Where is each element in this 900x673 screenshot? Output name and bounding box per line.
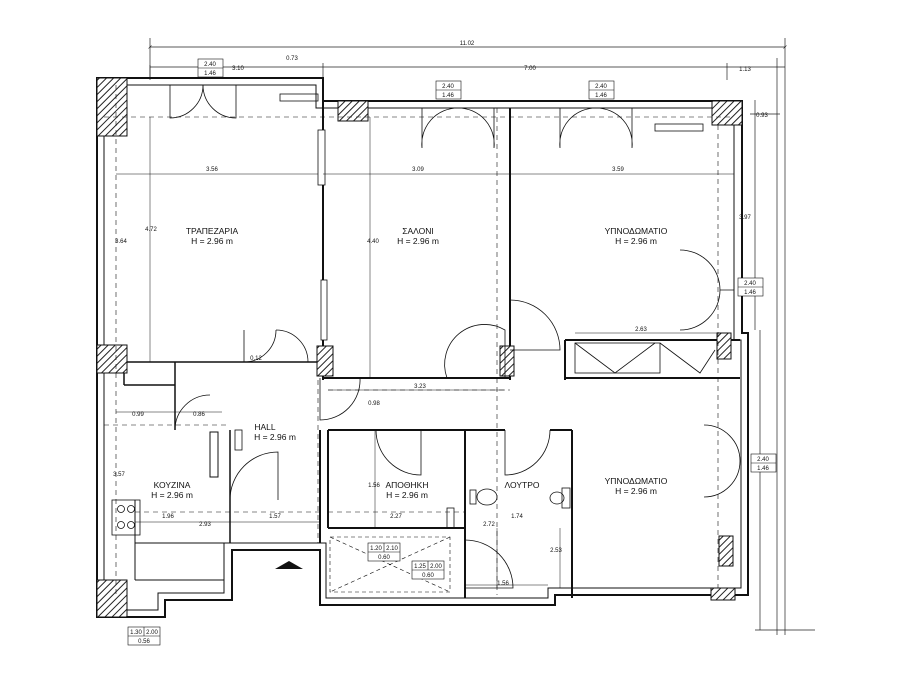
dim-wall-stub: 0.12: [250, 356, 262, 362]
dim-top-right: 1.13: [739, 67, 751, 73]
room-height-bedroom-2: H = 2.96 m: [615, 486, 657, 496]
opening-1-mid: 2.10: [386, 546, 398, 552]
dim-bath-width: 1.74: [511, 514, 523, 520]
shaft-box: [329, 536, 451, 593]
dim-storage-width: 2.27: [390, 514, 402, 520]
room-height-hall: H = 2.96 m: [254, 432, 296, 442]
closet: [574, 342, 716, 374]
doors: [169, 84, 741, 589]
window-3-top: 2.40: [595, 84, 607, 90]
room-height-bedroom-1: H = 2.96 m: [615, 236, 657, 246]
window-labels: 2.40 1.46 2.40 1.46 2.40 1.46 2.40 1.46 …: [130, 62, 769, 645]
window-1-top: 2.40: [204, 62, 216, 68]
interior-dimensions: [116, 117, 734, 588]
dim-living-height: 4.40: [367, 239, 379, 245]
dim-storage-height: 1.56: [368, 483, 380, 489]
dim-right-offset: 0.93: [756, 113, 768, 119]
radiators: [234, 93, 704, 529]
room-label-hall: HALL: [254, 422, 276, 432]
window-6-bottom: 0.56: [138, 639, 150, 645]
room-label-bedroom-1: ΥΠΝΟΔΩΜΑΤΙΟ: [605, 226, 668, 236]
dim-dining-height-a: 4.72: [145, 227, 157, 233]
dim-kitchen-a: 0.99: [132, 412, 144, 418]
room-label-bath: ΛΟΥΤΡΟ: [505, 480, 540, 490]
dim-bath-bottom: 1.56: [497, 581, 509, 587]
room-label-storage: ΑΠΟΘΗΚΗ: [386, 480, 429, 490]
opening-1-bottom: 0.60: [378, 555, 390, 561]
entrance-arrow: [275, 561, 303, 569]
room-height-living: H = 2.96 m: [397, 236, 439, 246]
dim-closet-width: 2.63: [635, 327, 647, 333]
dim-bedroom-width: 3.59: [612, 167, 624, 173]
window-1-bottom: 1.46: [204, 71, 216, 77]
room-label-living: ΣΑΛΟΝΙ: [402, 226, 434, 236]
dimension-lines: [150, 38, 815, 635]
window-2-top: 2.40: [442, 84, 454, 90]
dim-kitchen-depth: 2.93: [199, 522, 211, 528]
dim-top-left: 3.10: [232, 66, 244, 72]
room-height-storage: H = 2.96 m: [386, 490, 428, 500]
dim-bath-height: 2.72: [483, 522, 495, 528]
dim-kitchen-b: 0.86: [193, 412, 205, 418]
room-labels: ΤΡΑΠΕΖΑΡΙΑ H = 2.96 m ΣΑΛΟΝΙ H = 2.96 m …: [151, 226, 668, 500]
dim-kitchen-width: 1.96: [162, 514, 174, 520]
window-3-bottom: 1.46: [595, 93, 607, 99]
dim-top-small: 0.73: [286, 56, 298, 62]
window-2-bottom: 1.46: [442, 93, 454, 99]
walls: [96, 77, 749, 618]
window-boxes: [127, 58, 777, 646]
window-4-bottom: 1.46: [744, 290, 756, 296]
dim-hall-width: 1.57: [269, 514, 281, 520]
dim-kitchen-height: 3.57: [113, 472, 125, 478]
window-5-top: 2.40: [757, 457, 769, 463]
dim-dining-width: 3.56: [206, 167, 218, 173]
dim-living-width: 3.09: [412, 167, 424, 173]
room-height-kitchen: H = 2.96 m: [151, 490, 193, 500]
fixtures: [111, 487, 571, 536]
room-label-kitchen: ΚΟΥΖΙΝΑ: [154, 480, 191, 490]
opening-2-mid: 2.00: [430, 564, 442, 570]
dim-dining-height-b: 3.64: [115, 239, 127, 245]
window-6-mid: 2.00: [146, 630, 158, 636]
sliding-door: [317, 129, 328, 341]
columns: [96, 77, 743, 618]
dim-hall-gap: 0.98: [368, 401, 380, 407]
dim-overall: 11.02: [460, 41, 475, 47]
window-4-top: 2.40: [744, 281, 756, 287]
dim-right-height: 3.97: [739, 215, 751, 221]
dim-bath-lower: 2.53: [550, 548, 562, 554]
opening-2-bottom: 0.60: [422, 573, 434, 579]
room-label-bedroom-2: ΥΠΝΟΔΩΜΑΤΙΟ: [605, 476, 668, 486]
window-6-top: 1.30: [130, 630, 142, 636]
dim-top-middle: 7.00: [524, 66, 536, 72]
opening-2-top: 1.25: [414, 564, 426, 570]
room-label-dining: ΤΡΑΠΕΖΑΡΙΑ: [186, 226, 239, 236]
room-height-dining: H = 2.96 m: [191, 236, 233, 246]
window-5-bottom: 1.46: [757, 466, 769, 472]
opening-1-top: 1.20: [370, 546, 382, 552]
dimension-labels: 11.02 3.10 0.73 7.00 1.13 0.93 3.97 3.56…: [113, 41, 768, 587]
dim-corridor: 3.23: [414, 384, 426, 390]
